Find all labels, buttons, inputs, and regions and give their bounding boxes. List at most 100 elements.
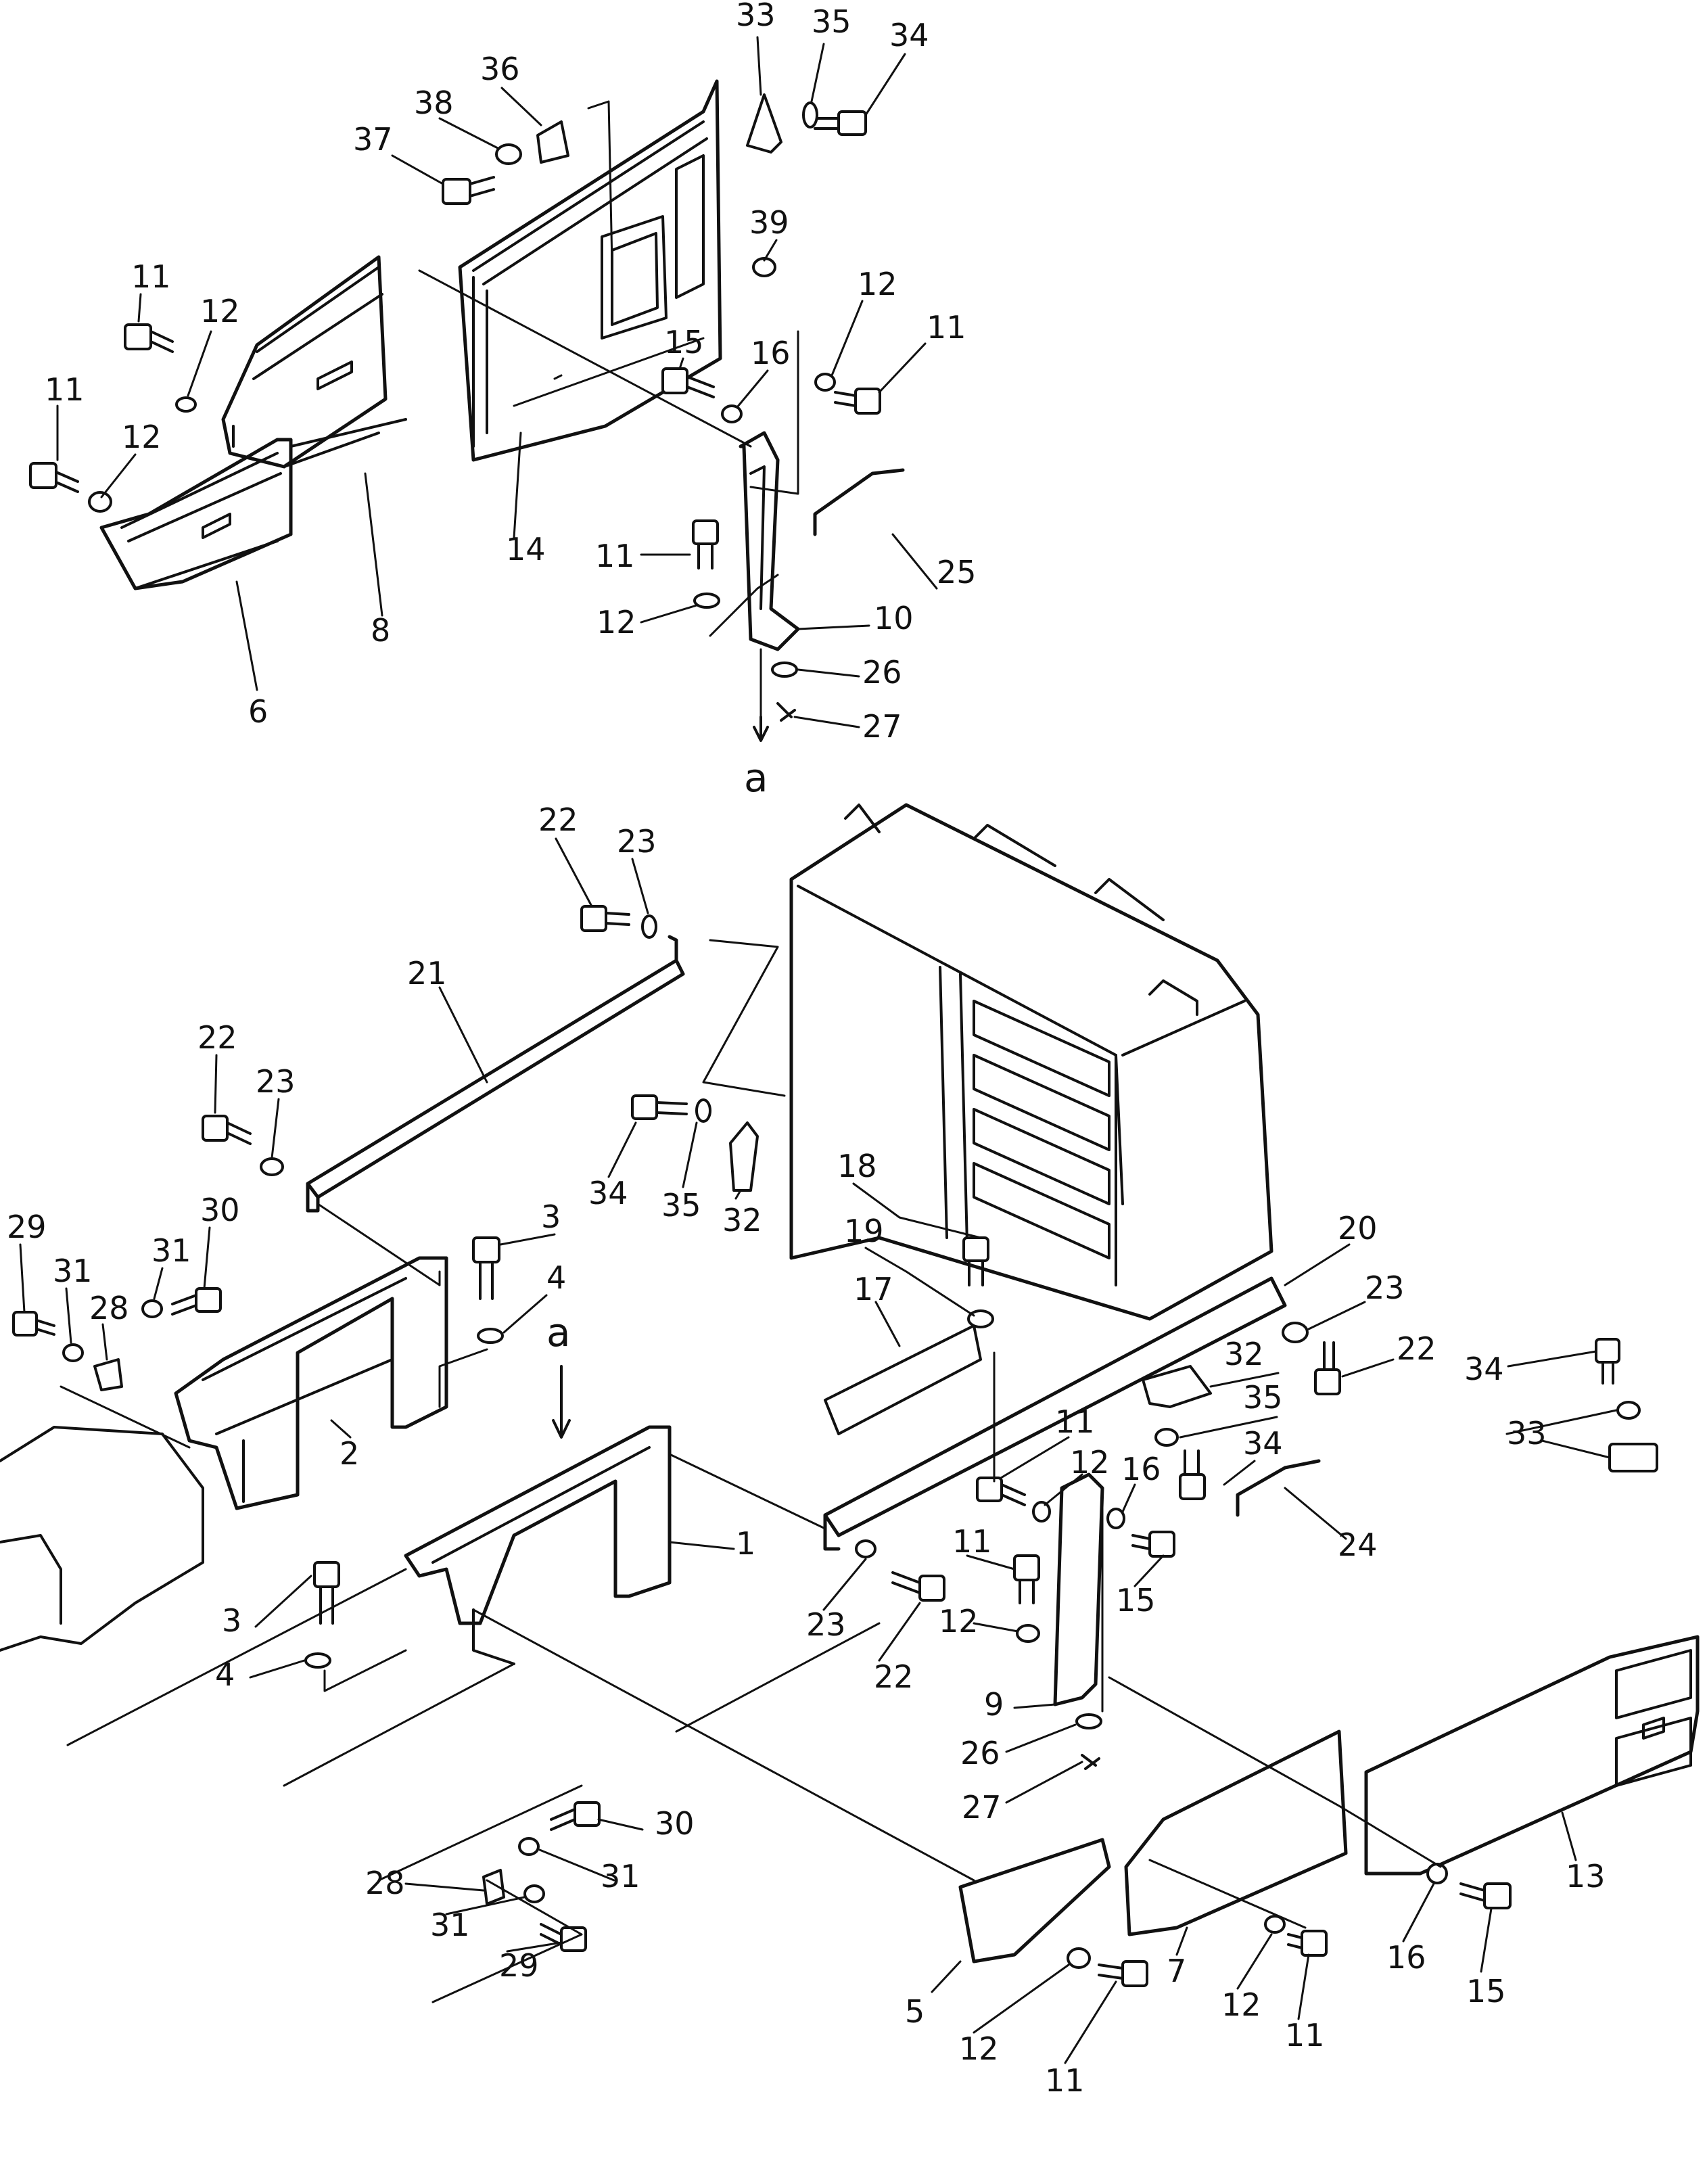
- callout: 27: [962, 1789, 1002, 1826]
- part-11-bolt-b: [29, 462, 79, 493]
- lower-fasteners: [12, 905, 1641, 1987]
- part-36-clip: [536, 120, 569, 164]
- part-12-washer-h: [1264, 1915, 1286, 1934]
- callout: 33: [736, 0, 776, 33]
- callout: 11: [1055, 1403, 1095, 1440]
- view-label-a-top: a: [744, 755, 768, 801]
- callout: 31: [430, 1907, 470, 1943]
- part-31-washer-c: [518, 1837, 540, 1856]
- callout: 14: [506, 531, 546, 567]
- callout: 13: [1566, 1858, 1606, 1895]
- callout: 35: [1243, 1379, 1283, 1416]
- part-22-bolt-top: [580, 905, 630, 932]
- callout: 7: [1167, 1953, 1186, 1989]
- part-27-pin: [776, 702, 796, 722]
- part-11-bolt-h: [1287, 1930, 1328, 1957]
- callout: 11: [1045, 2062, 1085, 2099]
- callout: 30: [655, 1805, 695, 1842]
- callout: 18: [837, 1148, 877, 1184]
- part-33-plate: [1608, 1443, 1658, 1472]
- callout: 3: [222, 1602, 241, 1639]
- part-17-plate: [824, 1324, 982, 1435]
- callout: 32: [722, 1202, 762, 1238]
- part-12-washer-f: [1016, 1624, 1040, 1643]
- view-label-a-mid: a: [546, 1309, 571, 1355]
- callout: 12: [858, 266, 897, 302]
- part-11-bolt-g: [1098, 1960, 1148, 1987]
- callout: 17: [854, 1271, 893, 1307]
- part-25-rod: [813, 468, 905, 536]
- callout: 6: [248, 693, 268, 730]
- callout: 28: [89, 1290, 129, 1326]
- part-26-washer-e: [1075, 1713, 1102, 1729]
- callout: 39: [749, 204, 789, 241]
- part-22-bolt-left: [202, 1115, 252, 1145]
- part-35-washer-top: [802, 101, 818, 129]
- part-13-side-panel: [1364, 1635, 1700, 1876]
- callout: 10: [874, 600, 914, 636]
- part-11-bolt-f: [1013, 1554, 1040, 1604]
- callout: 11: [45, 371, 85, 408]
- part-31-washer-b: [141, 1299, 163, 1318]
- part-23-washer-top: [641, 914, 657, 939]
- part-35-washer-b: [1154, 1428, 1179, 1447]
- part-29-bolt-a: [12, 1311, 55, 1337]
- part-12-washer-c: [814, 373, 836, 392]
- floor-lines: [66, 1568, 881, 1882]
- callout: 38: [414, 85, 454, 121]
- part-26-washer: [771, 661, 798, 678]
- callout: 21: [407, 955, 447, 992]
- callout: 31: [601, 1858, 640, 1895]
- radiator-housing: [789, 803, 1273, 1321]
- part-3-bolt-a: [472, 1236, 500, 1300]
- part-20-bar: [823, 1276, 1287, 1551]
- callout: 4: [215, 1656, 235, 1693]
- callout: 11: [131, 258, 171, 295]
- callout: 11: [1285, 2017, 1325, 2053]
- part-15-bolt-h: [1459, 1882, 1512, 1909]
- part-39-washer: [752, 257, 776, 277]
- callout: 12: [939, 1603, 979, 1640]
- callout: 22: [874, 1658, 914, 1695]
- callout: 22: [538, 801, 578, 838]
- part-34-bolt-top: [814, 110, 867, 136]
- callout: 3: [541, 1199, 561, 1235]
- part-28-clip-bottom: [482, 1869, 505, 1905]
- part-30-bolt-b: [550, 1801, 601, 1831]
- part-23-washer-e: [855, 1539, 876, 1558]
- callout: 5: [905, 1993, 925, 2030]
- leader-lines: [19, 36, 1618, 2064]
- callout: 28: [365, 1865, 405, 1901]
- callout: 15: [664, 324, 704, 361]
- part-21-bar: [306, 935, 685, 1213]
- callout: 20: [1338, 1210, 1378, 1247]
- callout: 23: [1365, 1270, 1405, 1306]
- callout: 12: [1070, 1444, 1110, 1481]
- part-11-bolt-d: [692, 519, 719, 570]
- callout: 12: [959, 2030, 999, 2067]
- callout: 4: [546, 1259, 566, 1296]
- upper-fasteners: [29, 101, 881, 722]
- part-16-washer-h: [1426, 1863, 1448, 1884]
- part-34-bolt-right: [1595, 1338, 1620, 1385]
- callout: 12: [1221, 1986, 1261, 2023]
- part-12-washer-d: [693, 593, 720, 609]
- part-12-washer-b: [88, 491, 112, 513]
- part-23-washer-left: [260, 1157, 284, 1176]
- callout: 29: [499, 1947, 539, 1984]
- part-4-washer-b: [304, 1652, 331, 1669]
- part-14-door-frame: [458, 79, 722, 462]
- part-11-bolt-a: [124, 323, 174, 353]
- callout: 37: [353, 121, 393, 158]
- callout: 25: [937, 554, 977, 590]
- callout: 16: [1386, 1939, 1426, 1976]
- callout: 22: [197, 1019, 237, 1056]
- callout: 31: [53, 1253, 93, 1289]
- callout: 32: [1224, 1336, 1264, 1372]
- callout: 35: [812, 3, 851, 40]
- part-11-bolt-c: [834, 388, 881, 415]
- callout: 11: [952, 1523, 992, 1560]
- part-30-bolt-a: [171, 1287, 222, 1316]
- callout: 9: [984, 1686, 1004, 1723]
